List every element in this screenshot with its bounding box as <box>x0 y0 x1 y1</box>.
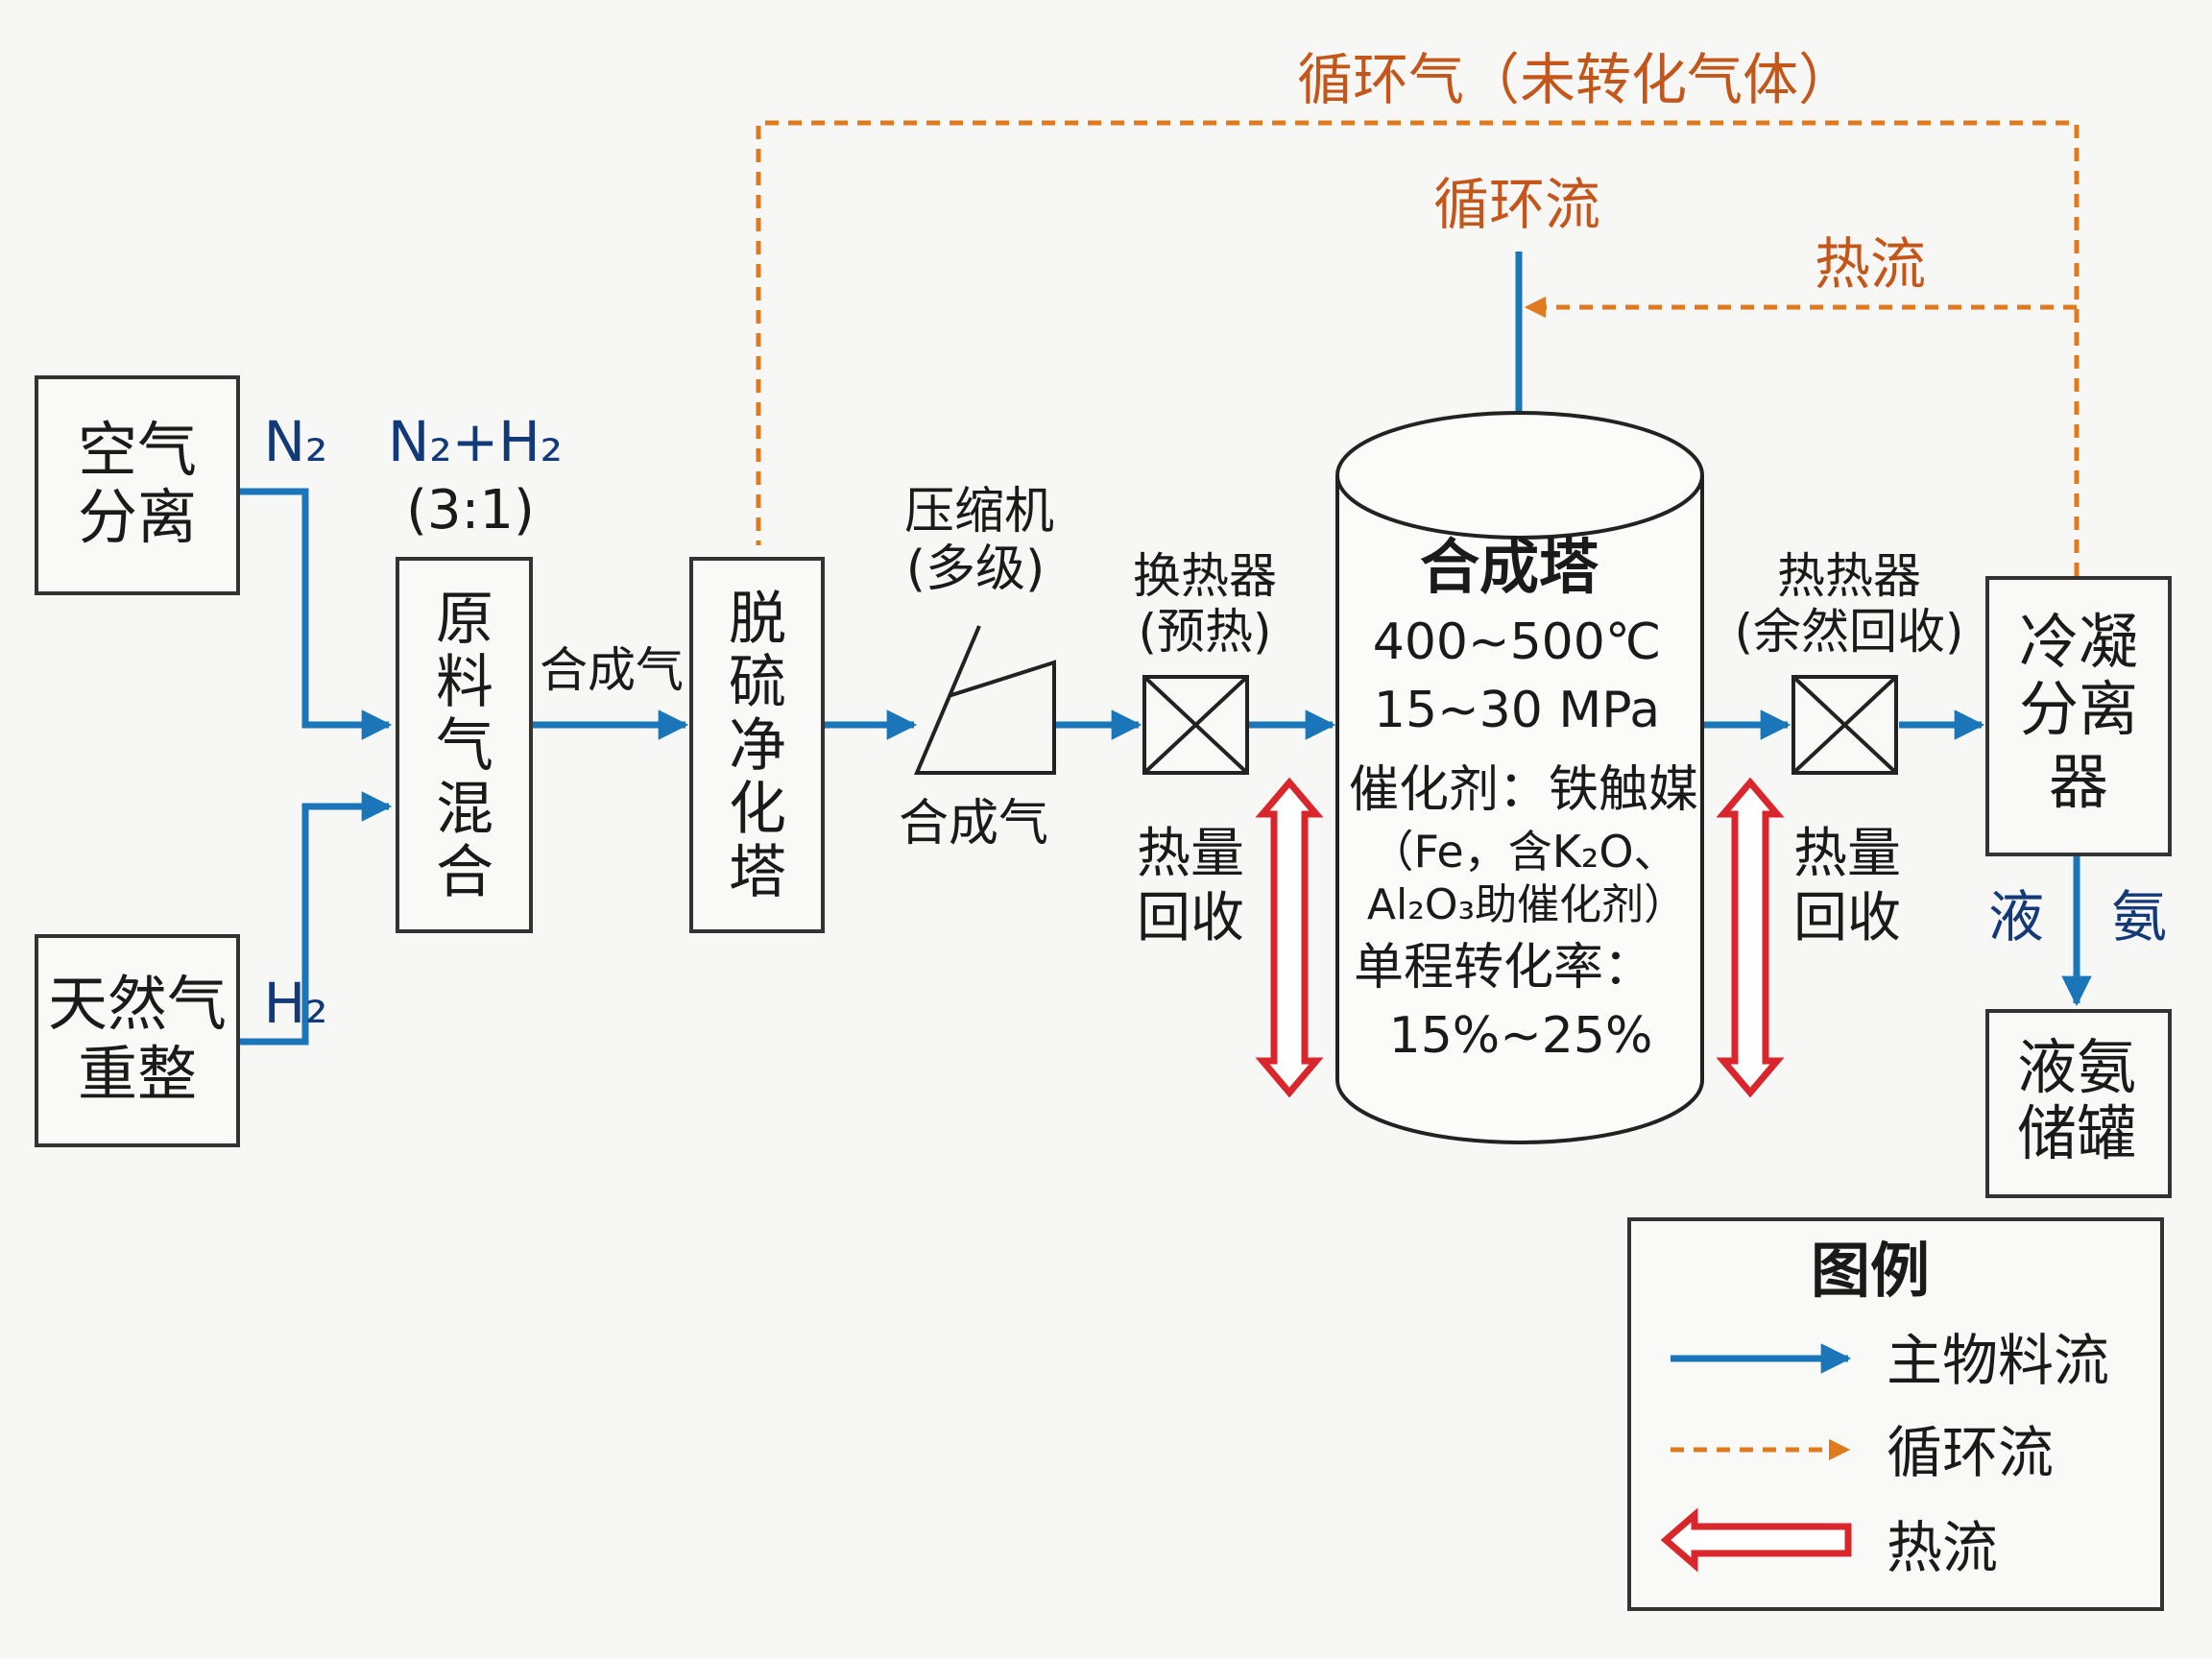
liquid-ammonia-tank-label-1: 液氨 <box>2017 1032 2136 1102</box>
vertical-char: 硫 <box>729 649 786 716</box>
heat-exchanger-title: 换热器 <box>1133 548 1277 604</box>
vertical-char: 合 <box>436 839 493 906</box>
liquid-ammonia-label-1: 液 <box>1988 884 2044 950</box>
recycle-gas-line <box>756 120 2080 576</box>
n2-h2-stream-label: N₂+H₂ <box>388 409 563 474</box>
h2-flow-line <box>238 791 393 1046</box>
air-separation-label-2: 分离 <box>78 482 197 552</box>
heat-recovery-right-label-1: 热量 <box>1793 823 1901 885</box>
vertical-char: 塔 <box>729 839 786 906</box>
liquid-ammonia-tank-label-2: 储罐 <box>2017 1098 2136 1168</box>
feed-mixing-box <box>396 557 533 933</box>
heat-recovery-exchanger-symbol <box>1791 675 1898 775</box>
condensation-separator-box <box>1985 576 2172 856</box>
heat-exchanger-subtitle: (预热) <box>1138 604 1271 660</box>
legend: 图例 主物料流 循环流 热流 <box>1627 1217 2164 1611</box>
condensation-separator-label-3: 器 <box>2049 747 2108 817</box>
vertical-char: 化 <box>729 776 786 843</box>
natural-gas-reforming-label-1: 天然气 <box>48 969 227 1039</box>
synthesis-tower-catalyst-detail-1: （Fe，含K₂O、 <box>1369 826 1677 878</box>
synthesis-tower-title: 合成塔 <box>1420 532 1599 602</box>
liquid-ammonia-tank-box <box>1985 1009 2172 1198</box>
heat-exchanger-symbol <box>1142 675 1249 775</box>
synthesis-tower-catalyst-detail-2: Al₂O₃助催化剂） <box>1367 880 1686 929</box>
compressor-subtitle: (多级) <box>906 541 1046 598</box>
legend-item-recycle-flow: 循环流 <box>1887 1420 2054 1485</box>
heat-recovery-exchanger-title: 热热器 <box>1777 548 1921 604</box>
legend-item-main-flow: 主物料流 <box>1887 1328 2109 1393</box>
syngas-label-1: 合成气 <box>540 642 684 698</box>
natural-gas-reforming-box <box>35 934 240 1147</box>
synthesis-tower-conversion-value: 15%~25% <box>1389 1007 1653 1065</box>
compressor-symbol <box>913 625 1056 775</box>
desulfurization-tower-box <box>689 557 825 933</box>
air-separation-label-1: 空气 <box>78 415 197 485</box>
synthesis-tower-catalyst: 催化剂：铁触媒 <box>1349 761 1698 819</box>
syngas-label-2: 合成气 <box>899 795 1048 853</box>
heat-recovery-exchanger-subtitle: (余然回收) <box>1734 604 1963 660</box>
condensation-separator-label-1: 冷凝 <box>2019 607 2138 677</box>
vertical-char: 气 <box>436 712 493 780</box>
synthesis-tower-conversion-label: 单程转化率： <box>1354 939 1653 997</box>
vertical-char: 脱 <box>729 586 786 653</box>
heat-recovery-left-label-1: 热量 <box>1137 823 1244 885</box>
heat-recovery-left-label-2: 回收 <box>1137 887 1244 950</box>
desulfurization-tower-label: 脱硫净化塔 <box>729 586 786 906</box>
feed-mixing-label: 原料气混合 <box>436 586 493 906</box>
synthesis-tower-cylinder <box>1335 411 1704 1144</box>
recycle-gas-label: 循环气（未转化气体） <box>1297 47 1854 112</box>
recycle-flow-lines <box>756 120 2080 576</box>
condensation-separator-label-2: 分离 <box>2019 674 2138 744</box>
natural-gas-reforming-label-2: 重整 <box>78 1039 197 1109</box>
h2-stream-label: H₂ <box>264 971 328 1036</box>
vertical-char: 混 <box>436 776 493 843</box>
red-double-arrow-icon <box>1660 1507 1852 1573</box>
legend-item-heat-flow: 热流 <box>1887 1515 1998 1580</box>
liquid-ammonia-label-2: 氨 <box>2111 884 2167 950</box>
synthesis-tower-temperature: 400~500℃ <box>1373 613 1661 671</box>
heat-recovery-right-label-2: 回收 <box>1793 887 1901 950</box>
vertical-char: 料 <box>436 649 493 716</box>
legend-title: 图例 <box>1811 1236 1930 1306</box>
main-flow-lines <box>238 252 2092 1046</box>
recycle-stream-label: 循环流 <box>1433 172 1600 237</box>
heat-recovery-arrow-right <box>1716 777 1785 1098</box>
n2-flow-line <box>238 488 393 740</box>
heat-recovery-arrow-left <box>1255 777 1324 1098</box>
n2-stream-label: N₂ <box>264 409 328 474</box>
vertical-char: 净 <box>729 712 786 780</box>
compressor-title: 压缩机 <box>904 483 1054 541</box>
ratio-label: (3:1) <box>406 479 535 541</box>
heat-stream-label: 热流 <box>1815 231 1926 297</box>
vertical-char: 原 <box>436 586 493 653</box>
synthesis-tower-pressure: 15~30 MPa <box>1374 682 1660 739</box>
air-separation-box <box>35 375 240 595</box>
